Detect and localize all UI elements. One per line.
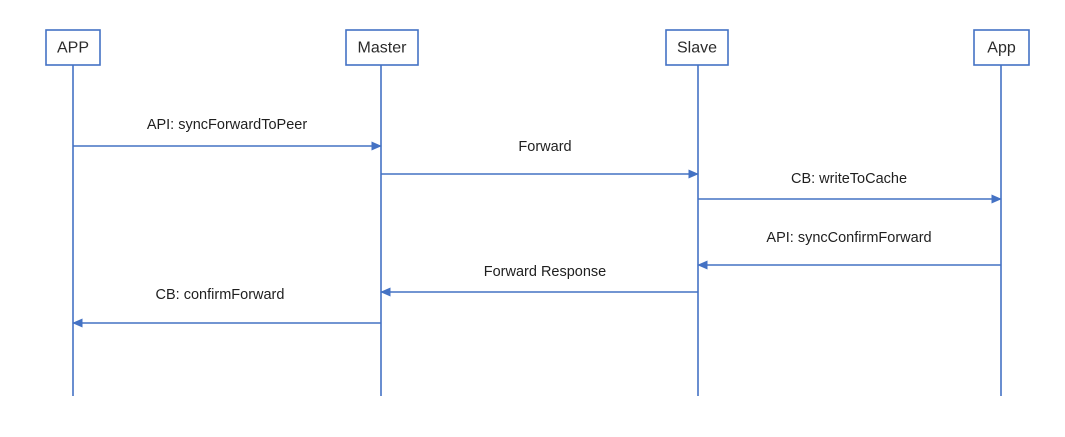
lifeline-slave[interactable]: Slave — [665, 29, 729, 396]
lifeline-master[interactable]: Master — [345, 29, 419, 396]
lifeline-header-box[interactable] — [345, 29, 419, 66]
message-m3[interactable]: CB: writeToCache — [698, 171, 1002, 204]
message-label: CB: writeToCache — [791, 171, 907, 187]
lifeline-label: Master — [358, 40, 408, 57]
lifeline-app_right[interactable]: App — [973, 29, 1030, 396]
message-label: Forward — [518, 139, 571, 155]
message-m4[interactable]: API: syncConfirmForward — [697, 230, 1001, 270]
message-label: API: syncConfirmForward — [766, 230, 931, 246]
lifelines-layer: APP Master Slave App — [45, 29, 1030, 396]
lifeline-header-box[interactable] — [665, 29, 729, 66]
lifeline-label: Slave — [677, 40, 717, 57]
lifeline-label: App — [987, 40, 1016, 57]
message-m1[interactable]: API: syncForwardToPeer — [73, 117, 382, 151]
message-label: API: syncForwardToPeer — [147, 117, 308, 133]
message-m6[interactable]: CB: confirmForward — [72, 287, 381, 328]
message-m5[interactable]: Forward Response — [380, 264, 698, 297]
lifeline-app_left[interactable]: APP — [45, 29, 101, 396]
message-label: CB: confirmForward — [156, 287, 285, 303]
lifeline-label: APP — [57, 40, 89, 57]
message-label: Forward Response — [484, 264, 607, 280]
message-m2[interactable]: Forward — [381, 139, 699, 179]
lifeline-header-box[interactable] — [45, 29, 101, 66]
